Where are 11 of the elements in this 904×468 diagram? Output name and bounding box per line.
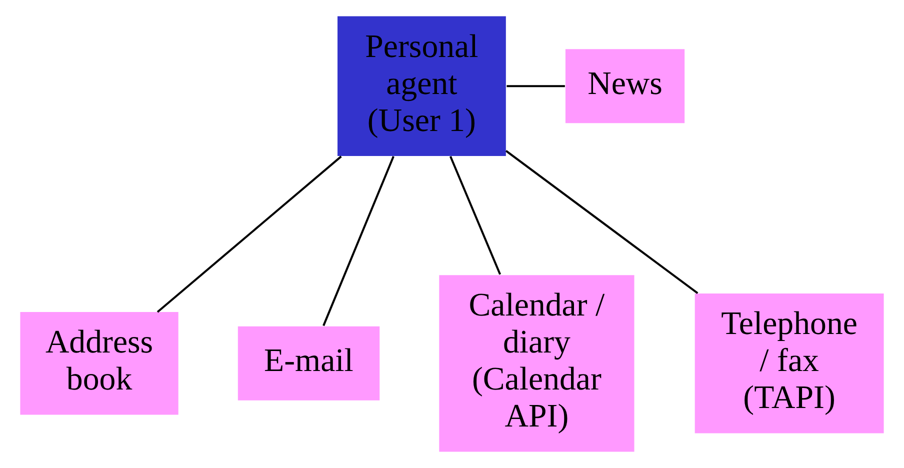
connector	[506, 85, 565, 88]
node-box: E-mail	[238, 326, 380, 400]
node-box: Telephone / fax (TAPI)	[694, 294, 884, 434]
node-box: Address book	[20, 312, 178, 415]
node-box: Calendar / diary (Calendar API)	[439, 275, 634, 452]
connector	[156, 156, 342, 313]
node-box: Personal agent (User 1)	[338, 16, 506, 156]
connector	[505, 150, 698, 294]
connector	[322, 156, 394, 326]
connector	[450, 156, 502, 275]
node-box: News	[565, 49, 685, 124]
